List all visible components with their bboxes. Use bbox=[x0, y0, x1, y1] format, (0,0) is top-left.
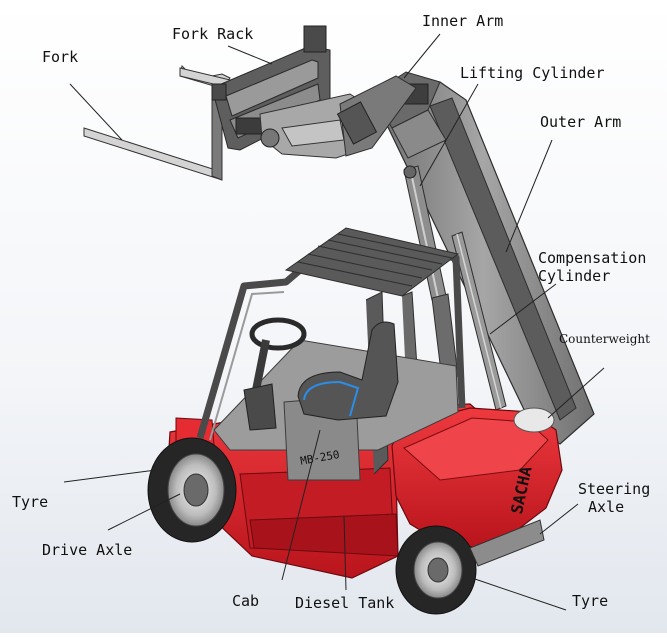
label-steering-axle-line2: Axle bbox=[588, 498, 624, 516]
label-outer-arm: Outer Arm bbox=[540, 113, 621, 131]
leader-lines bbox=[63, 33, 605, 611]
counterweight: SACHA bbox=[391, 407, 563, 549]
label-lifting-cylinder: Lifting Cylinder bbox=[460, 64, 605, 82]
inner-arm bbox=[336, 75, 417, 157]
seat bbox=[297, 321, 399, 421]
label-tyre-left: Tyre bbox=[12, 493, 48, 511]
label-cab: Cab bbox=[232, 592, 259, 610]
label-tyre-right: Tyre bbox=[572, 592, 608, 610]
labels: Fork Fork Rack Inner Arm Lifting Cylinde… bbox=[12, 12, 650, 612]
label-drive-axle: Drive Axle bbox=[42, 541, 132, 559]
label-fork-rack: Fork Rack bbox=[172, 25, 253, 43]
steering-wheel bbox=[243, 317, 307, 431]
label-compensation-cylinder-line1: Compensation bbox=[538, 249, 646, 267]
label-diesel-tank: Diesel Tank bbox=[295, 594, 394, 612]
label-compensation-cylinder-line2: Cylinder bbox=[538, 267, 610, 285]
compensation-cylinder bbox=[451, 231, 507, 411]
label-counterweight: Counterweight bbox=[559, 332, 650, 346]
fork-rack bbox=[211, 25, 331, 151]
label-fork: Fork bbox=[42, 48, 78, 66]
front-tyre bbox=[147, 437, 237, 543]
label-inner-arm: Inner Arm bbox=[422, 12, 503, 30]
rear-tyre bbox=[395, 519, 545, 615]
label-steering-axle-line1: Steering bbox=[578, 480, 650, 498]
